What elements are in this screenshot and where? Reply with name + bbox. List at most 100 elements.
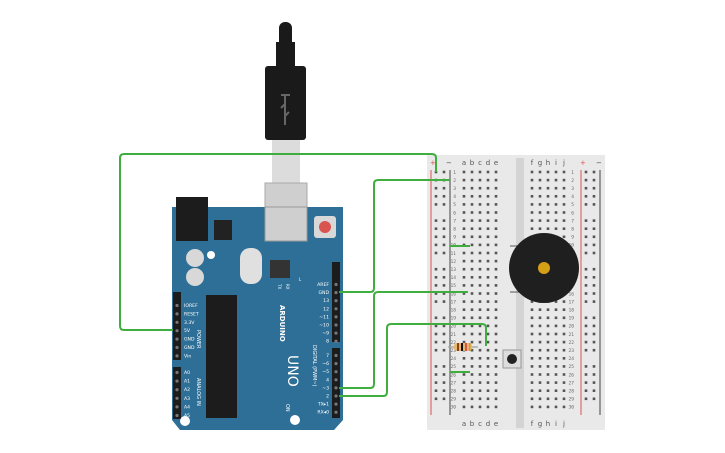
breadboard-hole[interactable] (478, 405, 482, 409)
header-pin[interactable] (175, 413, 179, 418)
breadboard-hole[interactable] (554, 227, 558, 230)
breadboard-hole[interactable] (470, 308, 474, 311)
rail-hole[interactable] (442, 195, 446, 198)
breadboard-hole[interactable] (470, 348, 474, 352)
rail-hole[interactable] (434, 332, 438, 336)
rail-hole[interactable] (434, 340, 438, 344)
breadboard-hole[interactable] (554, 178, 558, 182)
rail-hole[interactable] (442, 397, 446, 401)
rail-hole[interactable] (442, 170, 446, 174)
breadboard-hole[interactable] (486, 348, 490, 352)
breadboard-hole[interactable] (462, 178, 466, 182)
breadboard-hole[interactable] (462, 389, 466, 392)
breadboard-hole[interactable] (494, 300, 498, 303)
rail-hole[interactable] (592, 276, 596, 279)
breadboard-hole[interactable] (538, 389, 542, 392)
breadboard-hole[interactable] (462, 405, 466, 409)
breadboard-hole[interactable] (470, 267, 474, 271)
breadboard-hole[interactable] (554, 332, 558, 336)
header-pin[interactable] (175, 337, 179, 341)
breadboard-hole[interactable] (494, 243, 498, 247)
rail-hole[interactable] (592, 227, 596, 230)
wire-5v-to-rail[interactable] (119, 153, 437, 331)
rail-hole[interactable] (442, 284, 446, 287)
breadboard-hole[interactable] (494, 235, 498, 239)
breadboard-hole[interactable] (562, 348, 566, 352)
breadboard-hole[interactable] (470, 324, 474, 328)
breadboard-hole[interactable] (478, 357, 482, 360)
breadboard-hole[interactable] (462, 235, 466, 239)
header-pin[interactable] (175, 329, 179, 333)
breadboard-hole[interactable] (530, 308, 534, 311)
breadboard-hole[interactable] (562, 381, 566, 384)
rail-hole[interactable] (434, 251, 438, 255)
breadboard-hole[interactable] (554, 373, 558, 376)
breadboard-hole[interactable] (478, 235, 482, 239)
breadboard-hole[interactable] (546, 405, 550, 409)
rail-hole[interactable] (442, 267, 446, 271)
breadboard-hole[interactable] (462, 195, 466, 198)
breadboard-hole[interactable] (486, 219, 490, 222)
header-pin[interactable] (175, 379, 179, 383)
breadboard-hole[interactable] (478, 324, 482, 328)
breadboard-hole[interactable] (470, 203, 474, 206)
breadboard-hole[interactable] (530, 397, 534, 401)
breadboard-hole[interactable] (494, 332, 498, 336)
pushbutton-icon[interactable] (502, 349, 522, 369)
breadboard-hole[interactable] (546, 219, 550, 222)
breadboard-hole[interactable] (538, 357, 542, 360)
piezo-buzzer-icon[interactable] (509, 233, 579, 303)
breadboard-hole[interactable] (538, 186, 542, 190)
breadboard-hole[interactable] (470, 211, 474, 214)
breadboard-hole[interactable] (530, 170, 534, 174)
breadboard-hole[interactable] (546, 195, 550, 198)
breadboard-hole[interactable] (554, 211, 558, 214)
breadboard-hole[interactable] (530, 332, 534, 336)
rail-hole[interactable] (442, 203, 446, 206)
header-pin[interactable] (334, 386, 338, 390)
rail-hole[interactable] (584, 178, 588, 182)
rail-hole[interactable] (584, 219, 588, 222)
breadboard-hole[interactable] (486, 178, 490, 182)
breadboard-hole[interactable] (470, 300, 474, 303)
rail-hole[interactable] (592, 381, 596, 384)
breadboard-hole[interactable] (546, 373, 550, 376)
rail-hole[interactable] (434, 186, 438, 190)
breadboard-hole[interactable] (462, 276, 466, 279)
rail-hole[interactable] (592, 203, 596, 206)
breadboard-hole[interactable] (554, 186, 558, 190)
header-pin[interactable] (334, 353, 338, 358)
breadboard-hole[interactable] (554, 316, 558, 320)
breadboard-hole[interactable] (546, 348, 550, 352)
rail-hole[interactable] (434, 381, 438, 384)
breadboard-hole[interactable] (538, 211, 542, 214)
breadboard-hole[interactable] (486, 308, 490, 311)
breadboard-hole[interactable] (530, 178, 534, 182)
breadboard-hole[interactable] (562, 332, 566, 336)
breadboard-hole[interactable] (486, 203, 490, 206)
breadboard-hole[interactable] (470, 284, 474, 287)
breadboard-hole[interactable] (478, 340, 482, 344)
breadboard-hole[interactable] (530, 316, 534, 320)
breadboard-hole[interactable] (562, 219, 566, 222)
breadboard-hole[interactable] (494, 170, 498, 174)
breadboard-hole[interactable] (478, 389, 482, 392)
breadboard-hole[interactable] (494, 340, 498, 344)
breadboard-hole[interactable] (486, 373, 490, 376)
breadboard-hole[interactable] (486, 170, 490, 174)
breadboard-hole[interactable] (486, 186, 490, 190)
rail-hole[interactable] (584, 373, 588, 376)
breadboard-hole[interactable] (478, 348, 482, 352)
breadboard-hole[interactable] (538, 203, 542, 206)
breadboard-hole[interactable] (486, 292, 490, 295)
rail-hole[interactable] (442, 276, 446, 279)
breadboard-hole[interactable] (478, 300, 482, 303)
breadboard-hole[interactable] (530, 373, 534, 376)
breadboard-hole[interactable] (554, 389, 558, 392)
breadboard-hole[interactable] (554, 300, 558, 303)
breadboard-hole[interactable] (486, 276, 490, 279)
rail-hole[interactable] (434, 365, 438, 368)
rail-hole[interactable] (584, 170, 588, 174)
breadboard-hole[interactable] (546, 324, 550, 328)
breadboard-hole[interactable] (486, 243, 490, 247)
